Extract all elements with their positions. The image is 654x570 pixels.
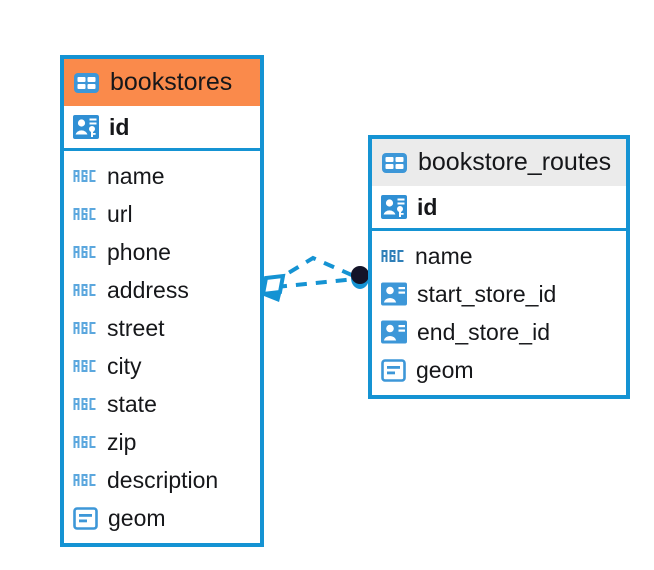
foreign-key-icon <box>381 282 407 306</box>
field-row-zip[interactable]: zip <box>64 423 260 461</box>
field-label: city <box>107 352 142 379</box>
field-label: geom <box>416 356 474 383</box>
text-abc-icon <box>73 359 97 373</box>
text-abc-icon <box>73 245 97 259</box>
primary-key-icon <box>73 114 99 140</box>
field-row-phone[interactable]: phone <box>64 233 260 271</box>
field-label: url <box>107 200 133 227</box>
entity-header-bookstore-routes[interactable]: bookstore_routes <box>372 139 626 186</box>
table-icon <box>381 152 408 174</box>
field-label: start_store_id <box>417 280 557 307</box>
field-row-description[interactable]: description <box>64 461 260 499</box>
entity-title: bookstore_routes <box>418 148 612 176</box>
field-row-name[interactable]: name <box>64 157 260 195</box>
foreign-key-icon <box>381 320 407 344</box>
field-row-street[interactable]: street <box>64 309 260 347</box>
entity-header-bookstores[interactable]: bookstores <box>64 59 260 106</box>
field-list-bookstores: name ur <box>64 151 260 543</box>
entity-bookstore-routes[interactable]: bookstore_routes id <box>368 135 630 399</box>
text-abc-icon <box>73 397 97 411</box>
text-abc-icon <box>73 473 97 487</box>
crows-foot-icon <box>260 273 286 303</box>
table-icon <box>73 72 100 94</box>
field-list-bookstore-routes: name start_store_id <box>372 231 626 395</box>
text-abc-icon <box>73 207 97 221</box>
field-row-id[interactable]: id <box>64 106 260 151</box>
text-abc-icon <box>381 249 405 263</box>
field-label: end_store_id <box>417 318 550 345</box>
field-label: name <box>107 162 165 189</box>
field-row-start-store-id[interactable]: start_store_id <box>372 275 626 313</box>
field-label: id <box>109 113 130 140</box>
field-row-name[interactable]: name <box>372 237 626 275</box>
entity-bookstores[interactable]: bookstores id <box>60 55 264 547</box>
field-label: phone <box>107 238 171 265</box>
field-row-url[interactable]: url <box>64 195 260 233</box>
field-label: geom <box>108 504 166 531</box>
field-row-state[interactable]: state <box>64 385 260 423</box>
primary-key-icon <box>381 194 407 220</box>
geometry-icon <box>73 506 98 531</box>
text-abc-icon <box>73 321 97 335</box>
field-label: street <box>107 314 165 341</box>
field-label: address <box>107 276 189 303</box>
field-row-geom[interactable]: geom <box>64 499 260 537</box>
field-row-geom[interactable]: geom <box>372 351 626 389</box>
filled-circle-endpoint-icon <box>351 266 369 289</box>
geometry-icon <box>381 358 406 383</box>
relationship-line-lower <box>275 277 356 289</box>
field-label: name <box>415 242 473 269</box>
field-label: id <box>417 193 438 220</box>
text-abc-icon <box>73 169 97 183</box>
field-label: state <box>107 390 157 417</box>
field-row-address[interactable]: address <box>64 271 260 309</box>
field-row-id[interactable]: id <box>372 186 626 231</box>
field-row-end-store-id[interactable]: end_store_id <box>372 313 626 351</box>
entity-title: bookstores <box>110 68 233 96</box>
relationship-line-upper <box>270 255 355 285</box>
text-abc-icon <box>73 435 97 449</box>
field-label: description <box>107 466 219 493</box>
field-label: zip <box>107 428 137 455</box>
text-abc-icon <box>73 283 97 297</box>
field-row-city[interactable]: city <box>64 347 260 385</box>
